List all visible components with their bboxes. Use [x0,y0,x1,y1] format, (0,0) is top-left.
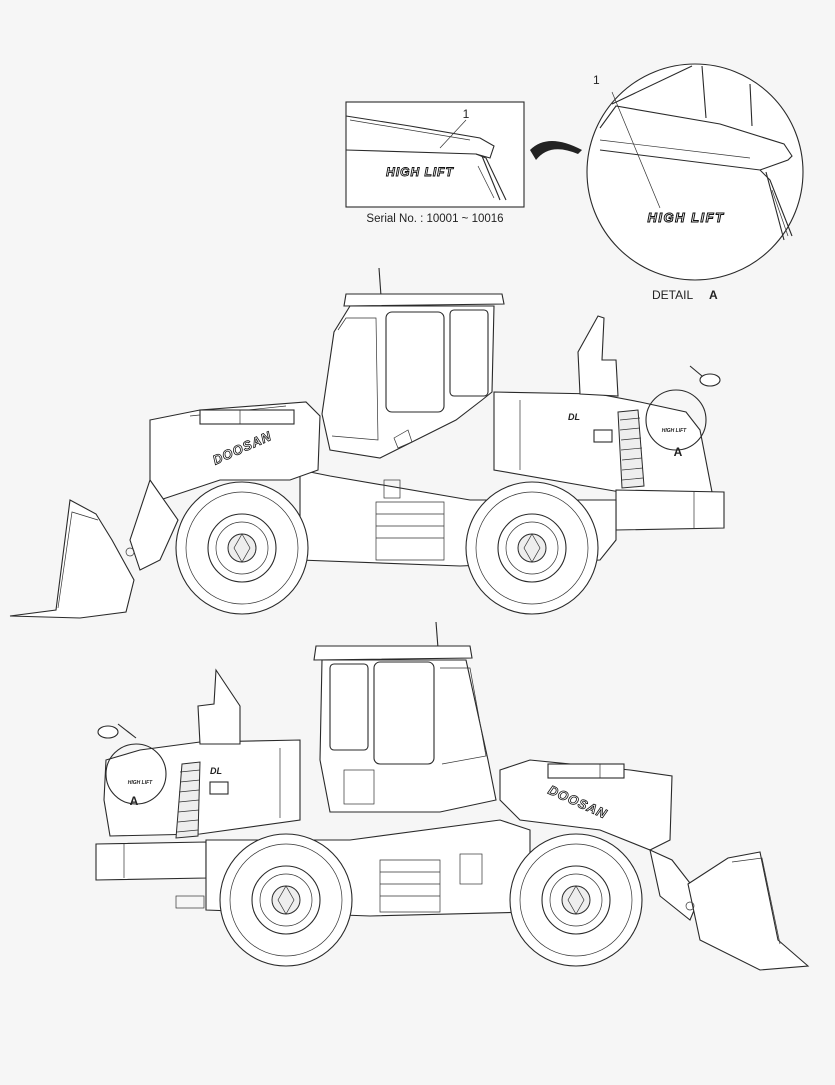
inset-callout-number: 1 [463,107,470,121]
cab-roof [313,645,473,661]
detail-a-marker-circle [645,389,707,451]
detail-circle [586,63,804,281]
detail-high-lift-decal: HIGH LIFT [647,210,724,225]
lift-cylinder [199,409,295,425]
detail-caption: DETAIL [652,288,693,302]
serial-inset: 1 HIGH LIFT Serial No. : 10001 ~ 10016 [345,101,525,225]
rear-wheel [219,833,353,967]
mirror [699,373,721,387]
top-high-lift-decal: HIGH LIFT [662,428,687,434]
hood-badge: DL [210,766,222,776]
inset-high-lift-decal: HIGH LIFT [386,165,454,179]
hood-badge: DL [568,412,580,422]
inset-frame [345,101,525,208]
detail-a: 1 HIGH LIFT DETAIL A [586,63,804,302]
detail-leader-line [611,91,661,209]
wheel-loader-side-view-right: DL DOOSAN [95,621,810,971]
exhaust-stack [577,315,619,397]
bottom-detail-marker: A [130,794,139,808]
bucket [9,499,135,619]
mirror [97,725,119,739]
engine-grill [175,761,201,839]
detail-caption-letter: A [709,288,718,302]
top-detail-marker: A [674,445,683,459]
counterweight [95,841,207,881]
serial-number-label: Serial No. : 10001 ~ 10016 [366,213,503,225]
front-wheel [175,481,309,615]
bucket [687,851,810,971]
detail-arrow [530,141,582,160]
lift-cylinder [547,763,625,779]
exhaust-stack [197,668,241,745]
detail-callout-number: 1 [593,73,600,87]
wheel-loader-side-view-left: DL DOOSAN [9,267,725,619]
cab-roof [343,293,505,307]
engine-hood [103,739,301,837]
counterweight [615,489,725,531]
bottom-high-lift-decal: HIGH LIFT [128,780,153,786]
bucket-linkage [129,478,179,571]
inset-leader-line [439,119,467,149]
rear-wheel [465,481,599,615]
detail-a-marker-circle [105,743,167,805]
front-wheel [509,833,643,967]
